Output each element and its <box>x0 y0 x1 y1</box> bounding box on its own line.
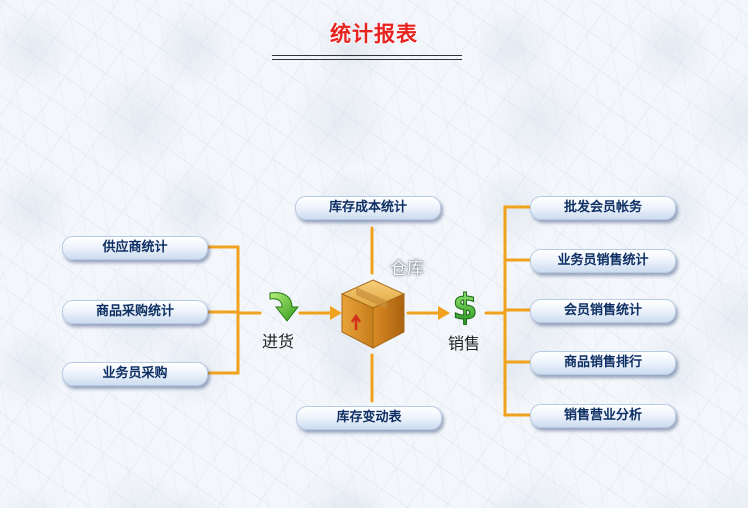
product-purchase-stats-button[interactable]: 商品采购统计 <box>62 300 208 324</box>
warehouse-label: 仓库 <box>390 259 424 279</box>
green-down-arrow-icon <box>269 292 300 322</box>
dollar-icon: $ <box>452 287 478 327</box>
title-underline <box>272 55 462 60</box>
box-icon <box>340 279 406 349</box>
clerk-purchase-button[interactable]: 业务员采购 <box>62 362 208 386</box>
clerk-sales-stats-button[interactable]: 业务员销售统计 <box>530 249 676 273</box>
inventory-change-report-button[interactable]: 库存变动表 <box>296 406 442 430</box>
supplier-stats-button[interactable]: 供应商统计 <box>62 236 208 260</box>
wholesale-member-accounts-button[interactable]: 批发会员帐务 <box>530 196 676 220</box>
member-sales-stats-button[interactable]: 会员销售统计 <box>530 299 676 323</box>
purchase-label: 进货 <box>262 332 295 351</box>
arrow-from-box-head <box>438 306 450 320</box>
sales-label: 销售 <box>448 334 481 353</box>
page-title: 统计报表 <box>330 22 418 46</box>
inventory-cost-stats-button[interactable]: 库存成本统计 <box>295 196 441 220</box>
arrow-to-box-head <box>330 306 342 320</box>
left-bracket-line <box>204 245 262 375</box>
sales-business-analysis-button[interactable]: 销售营业分析 <box>530 404 676 428</box>
right-bracket-line <box>484 205 532 417</box>
svg-text:$: $ <box>452 287 477 326</box>
product-sales-ranking-button[interactable]: 商品销售排行 <box>530 351 676 375</box>
